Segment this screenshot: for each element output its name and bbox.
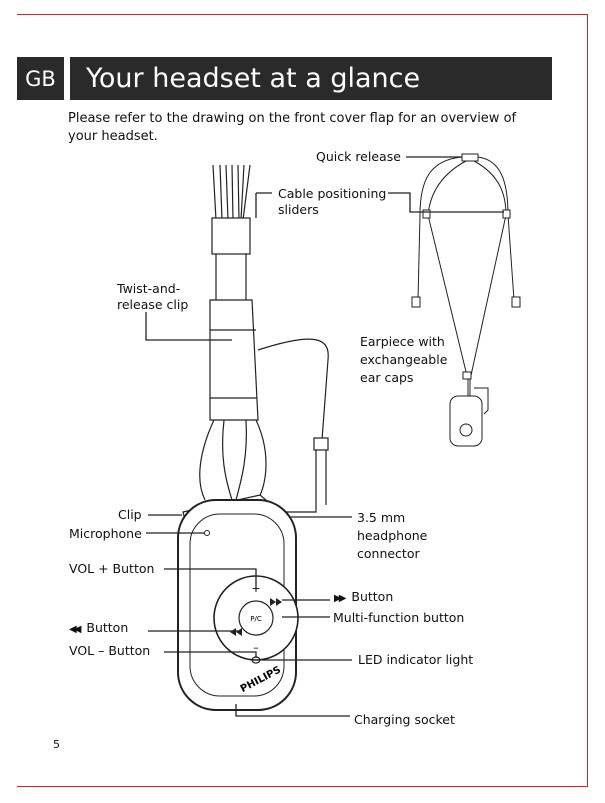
label-vol-minus: VOL – Button (69, 643, 151, 658)
wheel-minus: – (253, 641, 259, 654)
language-badge: GB (17, 57, 64, 100)
rew-wheel-icon (230, 628, 242, 636)
label-led: LED indicator light (358, 652, 474, 667)
frame-right-line (587, 14, 588, 787)
label-clip: Clip (118, 507, 142, 522)
label-rew-button: ◀◀ Button (69, 620, 128, 638)
label-ff-button: ▶▶ Button (334, 589, 393, 607)
frame-bottom-line (17, 786, 588, 787)
intro-text: Please refer to the drawing on the front… (68, 111, 517, 144)
label-multi-function: Multi-function button (333, 610, 465, 625)
frame-top-line (17, 14, 588, 15)
label-ff-button-text: Button (351, 589, 394, 604)
label-twist-clip: Twist-and-release clip (117, 281, 189, 312)
ff-wheel-icon (270, 598, 282, 606)
page-title: Your headset at a glance (70, 57, 552, 100)
label-quick-release: Quick release (316, 149, 401, 164)
label-vol-plus: VOL + Button (69, 561, 155, 576)
wheel-icons (230, 598, 282, 636)
label-cable-sliders: Cable positioning sliders (278, 186, 387, 217)
center-button-label: P/C (250, 615, 262, 623)
label-headphone-connector: 3.5 mm headphone connector (357, 510, 428, 561)
rewind-icon: ◀◀ (69, 624, 82, 635)
label-rew-button-text: Button (86, 620, 129, 635)
label-charging: Charging socket (354, 712, 455, 727)
label-earpiece: Earpiece with exchangeable ear caps (360, 334, 448, 385)
label-microphone: Microphone (69, 526, 142, 541)
page-number: 5 (53, 738, 60, 751)
fast-forward-icon: ▶▶ (334, 593, 347, 604)
